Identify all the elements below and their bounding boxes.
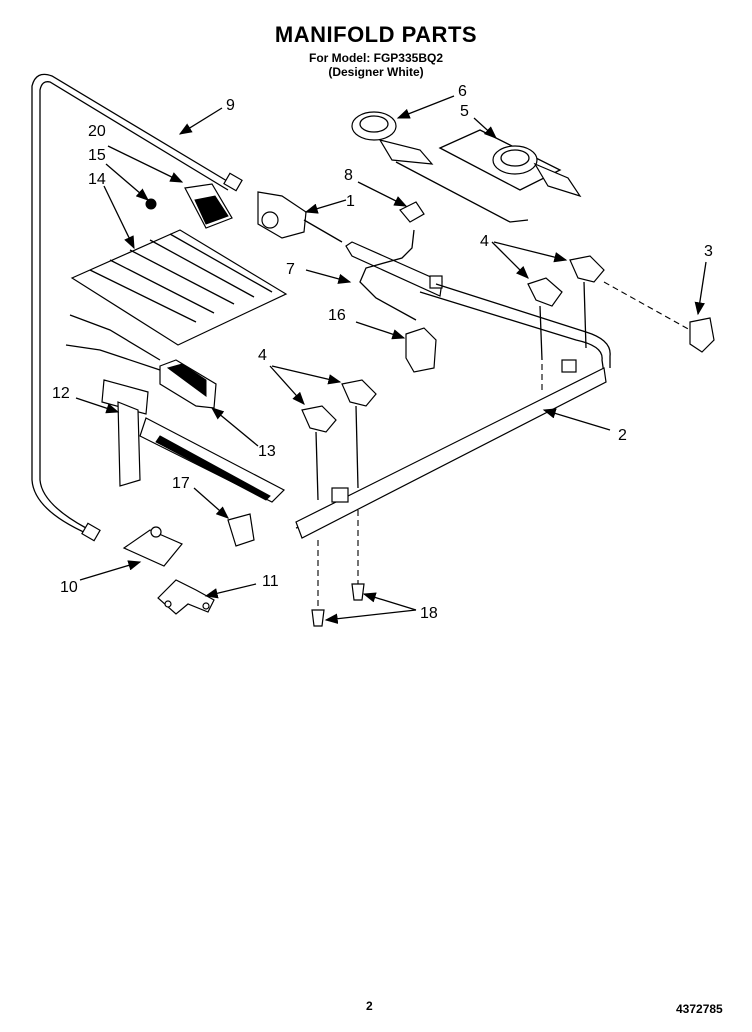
part-13-harness	[65, 314, 217, 409]
part-6-burner	[351, 111, 529, 223]
part-10-block	[122, 526, 183, 567]
callout-12: 12	[52, 385, 70, 402]
callout-1: 1	[346, 193, 355, 210]
part-5-burner	[438, 129, 582, 198]
part-7-tube	[345, 229, 443, 321]
callout-20: 20	[88, 123, 106, 140]
part-4-valves-right	[527, 255, 605, 361]
document-number: 4372785	[676, 1002, 723, 1016]
part-14-plate	[70, 229, 288, 346]
callout-17: 17	[172, 475, 190, 492]
callout-8: 8	[344, 167, 353, 184]
callout-9: 9	[226, 97, 235, 114]
callout-11: 11	[262, 573, 279, 590]
callout-13: 13	[258, 443, 276, 460]
callout-4a: 4	[480, 233, 489, 250]
part-3-dashed-guide	[603, 281, 691, 331]
leader-arrows	[75, 95, 707, 624]
page-number: 2	[366, 999, 373, 1013]
callout-10: 10	[60, 579, 78, 596]
part-15-grommet	[145, 198, 157, 210]
callout-18: 18	[420, 605, 438, 622]
part-16-switch	[405, 327, 437, 373]
part-18-screws	[311, 364, 543, 627]
part-8-bracket	[399, 201, 425, 223]
part-11-bracket	[157, 579, 215, 615]
color-line: (Designer White)	[328, 65, 424, 79]
part-1-valve	[257, 191, 343, 243]
callout-5: 5	[460, 103, 469, 120]
callout-3: 3	[704, 243, 713, 260]
part-17-clip	[227, 513, 255, 547]
part-9-gas-tube	[31, 73, 243, 542]
part-20-shield	[184, 183, 233, 229]
part-4-valves-left	[301, 379, 377, 501]
callout-16: 16	[328, 307, 346, 324]
callout-6: 6	[458, 83, 467, 100]
callout-7: 7	[286, 261, 295, 278]
part-3-bracket	[689, 317, 715, 353]
callout-4b: 4	[258, 347, 267, 364]
callout-15: 15	[88, 147, 106, 164]
callout-2: 2	[618, 427, 627, 444]
page-title: MANIFOLD PARTS	[274, 22, 478, 47]
part-12-ignitor	[101, 379, 286, 503]
callout-14: 14	[88, 171, 106, 188]
model-line: For Model: FGP335BQ2	[308, 51, 444, 65]
